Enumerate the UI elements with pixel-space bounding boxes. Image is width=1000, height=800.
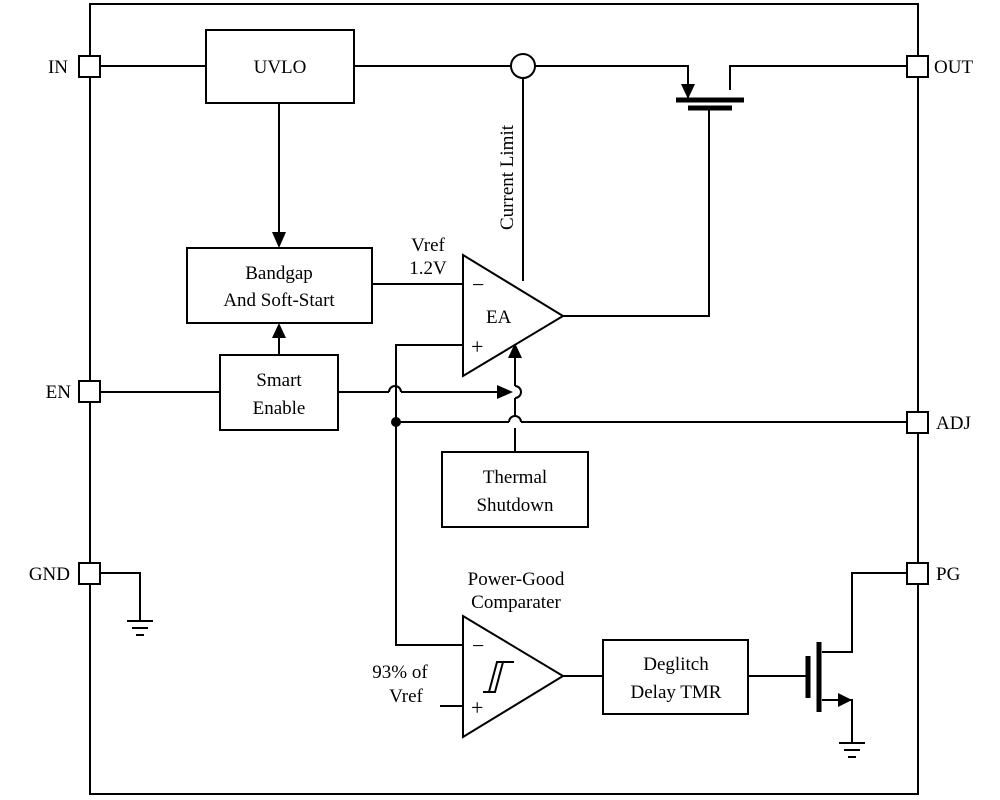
- pin-adj-label: ADJ: [936, 413, 971, 434]
- pass-fet: [676, 84, 744, 111]
- vref-label-line1: Vref: [411, 235, 445, 256]
- ea-plus-sign: +: [471, 334, 483, 359]
- pg-comparator-label-line2: Comparater: [471, 592, 561, 613]
- uvlo-block: UVLO: [205, 29, 355, 104]
- current-limit-label: Current Limit: [497, 124, 518, 230]
- thermal-label-line1: Thermal: [483, 467, 547, 488]
- pin-out: OUT: [906, 55, 973, 78]
- smart-enable-label-line2: Enable: [253, 398, 306, 419]
- hysteresis-icon: [483, 661, 514, 693]
- pin-out-label: OUT: [934, 57, 973, 78]
- current-sense-icon: [510, 53, 536, 79]
- pg-fet: [805, 642, 852, 712]
- bandgap-label-line1: Bandgap: [245, 263, 313, 284]
- pin-pg: PG: [906, 562, 961, 585]
- feedback-junction-dot: [391, 417, 401, 427]
- pin-en: EN: [46, 380, 101, 403]
- bandgap-block: Bandgap And Soft-Start: [186, 247, 373, 324]
- vref-label-line2: 1.2V: [409, 258, 447, 279]
- arrow-smart-to-bandgap-icon: [272, 323, 286, 338]
- pg-fet-arrow-icon: [838, 693, 852, 707]
- ref-93-label-line2: Vref: [389, 686, 423, 707]
- uvlo-label: UVLO: [254, 57, 307, 78]
- arrow-en-to-ea-icon: [497, 385, 513, 399]
- ref-93-label-line1: 93% of: [372, 662, 428, 683]
- arrow-uvlo-to-bandgap-icon: [272, 232, 286, 248]
- thermal-shutdown-block: Thermal Shutdown: [441, 451, 589, 528]
- deglitch-label-line2: Delay TMR: [631, 682, 722, 703]
- wires: [100, 65, 907, 742]
- pin-in: IN: [48, 55, 101, 78]
- pin-gnd-label: GND: [29, 564, 70, 585]
- arrowheads: [272, 232, 522, 399]
- ground-icon: [127, 620, 153, 636]
- pass-fet-arrow-icon: [681, 84, 695, 99]
- pg-comp-minus-sign: −: [472, 633, 484, 658]
- error-amplifier: − + EA: [462, 253, 565, 378]
- smart-enable-label-line1: Smart: [256, 370, 302, 391]
- pg-comp-plus-sign: +: [471, 695, 483, 720]
- power-good-comparator: − +: [462, 614, 565, 739]
- ea-minus-sign: −: [472, 272, 484, 297]
- pg-comparator-label-line1: Power-Good: [468, 569, 565, 590]
- ground-icon: [839, 742, 865, 758]
- bandgap-label-line2: And Soft-Start: [223, 290, 335, 311]
- pin-gnd: GND: [29, 562, 101, 585]
- pin-in-label: IN: [48, 57, 68, 78]
- thermal-label-line2: Shutdown: [476, 495, 554, 516]
- ea-label: EA: [486, 307, 512, 328]
- arrow-thermal-to-ea-icon: [508, 343, 522, 358]
- smart-enable-block: Smart Enable: [219, 354, 339, 431]
- deglitch-label-line1: Deglitch: [643, 654, 709, 675]
- pin-adj: ADJ: [906, 411, 971, 434]
- deglitch-block: Deglitch Delay TMR: [602, 639, 749, 715]
- pin-en-label: EN: [46, 382, 72, 403]
- pin-pg-label: PG: [936, 564, 961, 585]
